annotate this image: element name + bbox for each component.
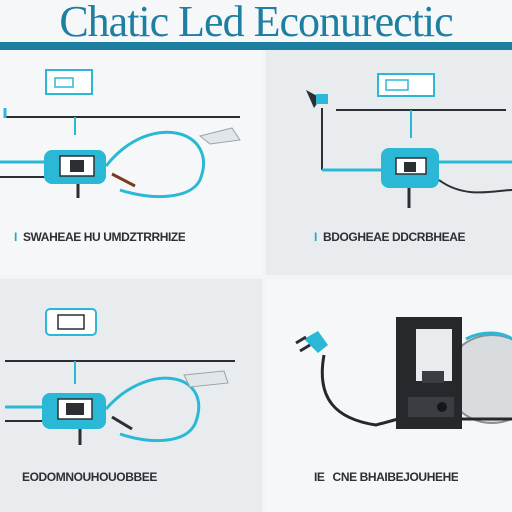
caption-marker: I — [314, 230, 317, 244]
panel-caption: I SWAHEAE HU UMDZTRRHIZE — [14, 230, 185, 244]
panel-bottom-right: IE CNE BHAIBEJOUHEHE — [266, 279, 512, 512]
caption-marker: I — [14, 230, 17, 244]
led-circuit-diagram-2 — [306, 73, 512, 208]
led-circuit-diagram-1 — [0, 69, 241, 199]
caption-text: CNE BHAIBEJOUHEHE — [332, 470, 459, 484]
led-circuit-diagram-3 — [5, 308, 235, 445]
caption-text: BDOGHEAE DDCRBHEAE — [322, 230, 466, 244]
panel-caption: IE CNE BHAIBEJOUHEHE — [314, 470, 458, 484]
page-title: Chatic Led Econurectic — [0, 0, 512, 42]
panel-top-right: I BDOGHEAE DDCRBHEAE — [266, 50, 512, 275]
caption-marker: IE — [314, 470, 325, 484]
panel-top-left: I SWAHEAE HU UMDZTRRHIZE — [0, 50, 262, 275]
caption-text: SWAHEAE HU UMDZTRRHIZE — [22, 230, 186, 244]
power-supply-illustration — [295, 317, 512, 429]
panel-caption: EODOMNOUHOUOBBEE — [22, 470, 157, 484]
panel-caption: I BDOGHEAE DDCRBHEAE — [314, 230, 465, 244]
caption-text: EODOMNOUHOUOBBEE — [22, 470, 157, 484]
panel-bottom-left: EODOMNOUHOUOBBEE — [0, 279, 262, 512]
